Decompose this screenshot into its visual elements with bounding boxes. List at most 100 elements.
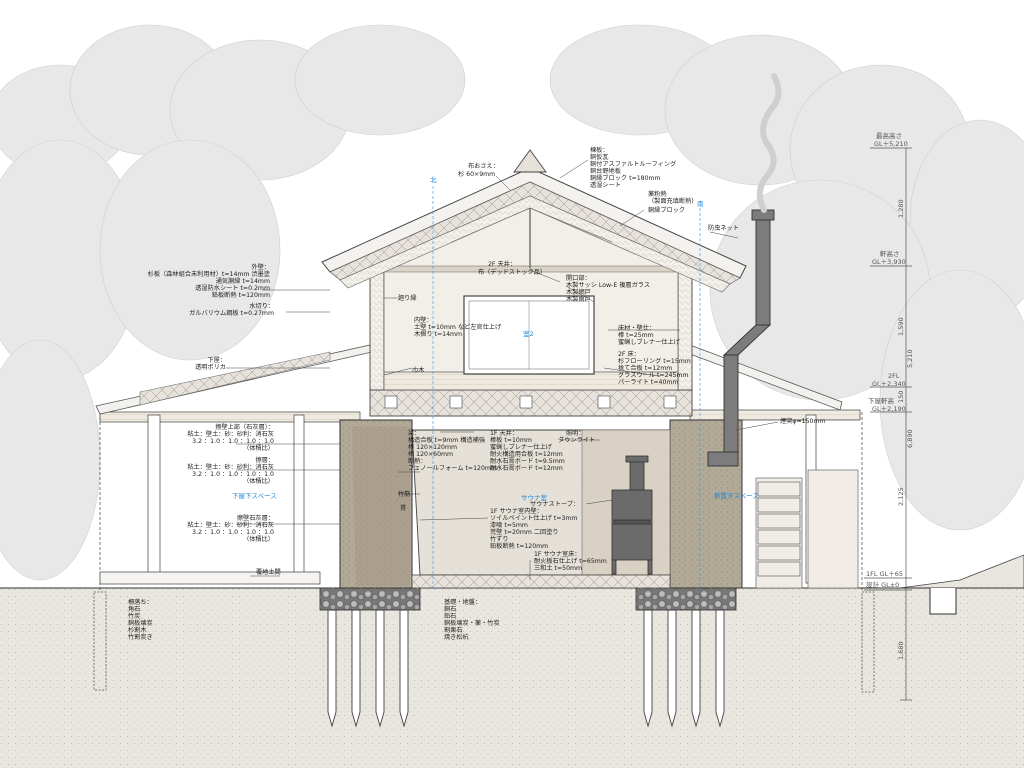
svg-text:薬粉熱: 薬粉熱 <box>648 190 667 198</box>
stove-note: サウナストーブ： <box>530 500 579 508</box>
chimney-note: 煙突φ=150mm <box>780 417 826 425</box>
svg-text:5,210: 5,210 <box>906 349 914 368</box>
svg-text:照明：: 照明： <box>566 430 585 437</box>
svg-text:銅縁ブロック t=180mm: 銅縁ブロック t=180mm <box>590 174 661 182</box>
svg-text:木製サッシ Low-E 複層ガラス: 木製サッシ Low-E 複層ガラス <box>566 281 650 289</box>
south-mark: 南 <box>697 199 704 208</box>
baseboard-note: 巾木 <box>412 366 424 374</box>
svg-text:開口部：: 開口部： <box>566 274 591 282</box>
svg-text:水切り：: 水切り： <box>249 302 274 310</box>
svg-text:3.2 ：1.0 ：1.0 ：1.0 ：1.0: 3.2 ：1.0 ：1.0 ：1.0 ：1.0 <box>192 471 274 478</box>
floor-2f-note: 2F 床： 杉フローリング t=15mm 捨て合板 t=12mm グラスウール … <box>618 350 691 386</box>
svg-text:耐水石膏ボード t=12mm: 耐水石膏ボード t=12mm <box>490 464 563 472</box>
fl2-label: 2FL <box>888 372 900 380</box>
svg-text:透湿防水シート t=0.2mm: 透湿防水シート t=0.2mm <box>195 284 270 292</box>
svg-text:杉フローリング t=15mm: 杉フローリング t=15mm <box>618 357 691 365</box>
svg-text:1F サウナ室内壁：: 1F サウナ室内壁： <box>490 507 543 515</box>
svg-text:擦壁石灰層：: 擦壁石灰層： <box>237 514 274 522</box>
svg-text:梁：: 梁： <box>408 429 420 437</box>
svg-text:ガルバリウム鋼板 t=0.27mm: ガルバリウム鋼板 t=0.27mm <box>189 309 274 317</box>
guide-lines <box>432 186 701 590</box>
room-2f-label: 室2 <box>523 329 534 338</box>
svg-text:捨て合板 t=12mm: 捨て合板 t=12mm <box>618 364 672 372</box>
cornice-note: 廻り縁 <box>398 294 417 302</box>
ceiling-1f-note: 1F 天井： 棒板 t=10mm 蜜蝋しブレナー仕上げ 耐火構造用合板 t=12… <box>490 429 565 472</box>
wall-middle-note: 擦層： 粘土：壁土：砂：砂利：消石灰 3.2 ：1.0 ：1.0 ：1.0 ：1… <box>187 456 274 485</box>
nuki-note: 貫 <box>400 505 406 512</box>
firewood-stack <box>755 469 859 589</box>
ground-texture <box>0 588 1024 768</box>
svg-text:耐火板石仕上げ t=65mm: 耐火板石仕上げ t=65mm <box>534 557 607 565</box>
svg-text:通気胴縁 t=14mm: 通気胴縁 t=14mm <box>216 277 270 285</box>
max-height-label: 最高高さ <box>876 131 902 140</box>
svg-text:（体積比）: （体積比） <box>243 444 274 452</box>
svg-text:粘土：壁土：砂：砂利：消石灰: 粘土：壁土：砂：砂利：消石灰 <box>187 521 274 529</box>
svg-text:杉 60×9mm: 杉 60×9mm <box>458 170 495 178</box>
svg-text:蜜蝋しブレナー仕上げ: 蜜蝋しブレナー仕上げ <box>618 338 681 346</box>
beam-note: 梁： 構造合板 t=9mm 構造補強 棒 120×120mm 棒 120×60m… <box>408 429 497 472</box>
svg-text:耐火構造用合板 t=12mm: 耐火構造用合板 t=12mm <box>490 450 563 458</box>
svg-text:棟板：: 棟板： <box>590 146 609 154</box>
foundation-note: 基礎・地盤： 銅石 鉛石 銅板壊炭・薬・竹炭 割栗石 焼き松杭 <box>444 598 500 641</box>
insulation-note: 薬粉熱 （製面充填断熱） 銅縁ブロック <box>648 190 698 214</box>
svg-text:下屋：: 下屋： <box>207 357 226 364</box>
svg-text:漆喰 t=5mm: 漆喰 t=5mm <box>490 521 528 529</box>
svg-text:鉛板断熱 t=120mm: 鉛板断熱 t=120mm <box>490 542 548 550</box>
wall-lower-note: 擦壁石灰層： 粘土：壁土：砂：砂利：消石灰 3.2 ：1.0 ：1.0 ：1.0… <box>187 514 274 543</box>
svg-text:（体積比）: （体積比） <box>243 477 274 485</box>
svg-text:銅台野地板: 銅台野地板 <box>590 167 621 175</box>
footing-left <box>319 587 421 611</box>
svg-text:構造合板 t=9mm 構造補強: 構造合板 t=9mm 構造補強 <box>408 436 485 444</box>
svg-text:外壁：: 外壁： <box>251 263 270 271</box>
svg-text:粘土：壁土：砂：砂利：消石灰: 粘土：壁土：砂：砂利：消石灰 <box>187 430 274 438</box>
svg-text:鉛石: 鉛石 <box>444 612 456 620</box>
svg-text:杉割木: 杉割木 <box>128 626 147 634</box>
lower-roof-note: 下屋： 透明ポリカ <box>195 357 226 371</box>
main-roof <box>321 149 747 293</box>
svg-text:基礎・地盤：: 基礎・地盤： <box>444 598 481 606</box>
interior-wall-note: 内壁： 土壁 t=10mm など左官仕上げ 木摺り t=14mm <box>414 316 502 338</box>
svg-text:内壁：: 内壁： <box>414 316 433 324</box>
sauna-floor <box>411 574 671 589</box>
svg-text:木摺り t=14mm: 木摺り t=14mm <box>414 330 462 338</box>
dimension-values: 1,280 1,590 5,210 150 6,890 2,125 1,680 <box>897 199 914 660</box>
svg-text:棒 120×60mm: 棒 120×60mm <box>408 450 453 458</box>
svg-text:床材・壁仕：: 床材・壁仕： <box>618 324 655 332</box>
svg-text:1,280: 1,280 <box>897 199 905 218</box>
sauna-stove <box>611 455 653 575</box>
light-note: 照明： ダウンライト <box>558 430 595 444</box>
floor-material-note: 床材・壁仕： 棒 t=25mm 蜜蝋しブレナー仕上げ <box>618 324 681 346</box>
insect-net-note: 防虫ネット <box>708 224 739 232</box>
eave-space-left-label: 下屋下スペース <box>232 492 277 500</box>
ground-left-note: 柵落ち： 角石 竹炭 銅板壊炭 杉割木 竹割炭き <box>128 598 153 641</box>
svg-text:パーライト t=40mm: パーライト t=40mm <box>618 379 678 386</box>
svg-text:布おさえ：: 布おさえ： <box>468 162 499 170</box>
svg-text:鉛板断熱 t=120mm: 鉛板断熱 t=120mm <box>212 291 270 299</box>
north-mark: 北 <box>430 176 437 184</box>
svg-text:（製面充填断熱）: （製面充填断熱） <box>648 197 698 205</box>
svg-text:グラスウール t=245mm: グラスウール t=245mm <box>618 371 688 379</box>
svg-text:擦壁上部（石灰層）：: 擦壁上部（石灰層）： <box>215 423 274 431</box>
ceiling-2f-note: 2F 天井： 布（デッドストック品） <box>478 260 546 276</box>
svg-text:銅縁ブロック: 銅縁ブロック <box>648 206 685 214</box>
svg-text:棒板 t=10mm: 棒板 t=10mm <box>490 436 532 444</box>
max-height-value: GL＋5,210 <box>874 140 908 148</box>
roof-press-note: 布おさえ： 杉 60×9mm <box>458 162 499 178</box>
smoke <box>756 73 782 213</box>
eave-space-right-label: 薪置きスペース <box>714 491 759 500</box>
svg-text:布（デッドストック品）: 布（デッドストック品） <box>478 268 546 276</box>
bamboo-note: 竹筋 <box>398 490 410 498</box>
svg-text:150: 150 <box>897 391 905 403</box>
piles-right <box>643 609 725 728</box>
svg-text:木製網戸: 木製網戸 <box>566 288 591 296</box>
dimension-column <box>864 147 912 701</box>
svg-text:三和土 t=50mm: 三和土 t=50mm <box>534 564 582 572</box>
svg-text:銅石: 銅石 <box>444 605 456 613</box>
design-gl-value: 設計 GL±0 <box>866 580 899 589</box>
svg-text:銅付アスファルトルーフィング: 銅付アスファルトルーフィング <box>590 160 676 168</box>
svg-text:棒 t=25mm: 棒 t=25mm <box>618 331 654 339</box>
beam-sections <box>384 395 677 409</box>
footing-right <box>635 587 737 611</box>
svg-text:断熱：: 断熱： <box>408 457 427 465</box>
